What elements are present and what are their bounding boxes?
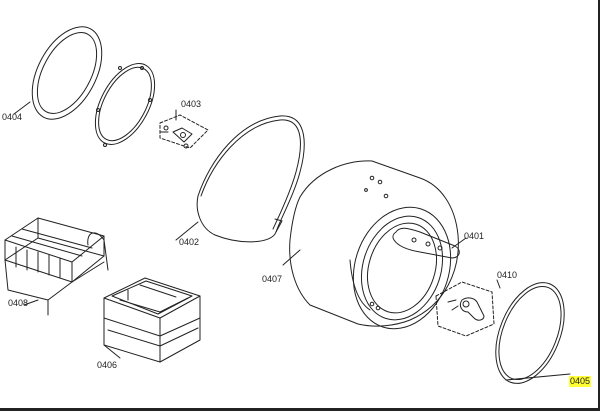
label-0406: 0406	[97, 360, 118, 370]
part-0410-nozzle	[435, 279, 501, 337]
label-0407: 0407	[262, 274, 283, 284]
label-0403: 0403	[181, 99, 202, 109]
part-0401-drum-lifter	[392, 227, 467, 259]
part-0405-door-seal	[495, 282, 571, 384]
part-0404-front-ring	[13, 26, 103, 120]
label-0404: 0404	[2, 112, 23, 122]
label-0408: 0408	[8, 298, 29, 308]
label-0401: 0401	[464, 231, 485, 241]
label-0405-highlighted[interactable]: 0405	[569, 376, 592, 387]
label-0402: 0402	[179, 237, 200, 247]
part-0408-drying-rack	[4, 217, 109, 316]
part-0402-drum-belt	[175, 115, 305, 243]
part-0407-drum	[282, 160, 459, 330]
part-clamp-ring	[94, 63, 156, 147]
part-0406-shelf	[103, 277, 201, 363]
part-0403-sensor-plate	[159, 109, 209, 149]
label-0410: 0410	[497, 270, 518, 280]
